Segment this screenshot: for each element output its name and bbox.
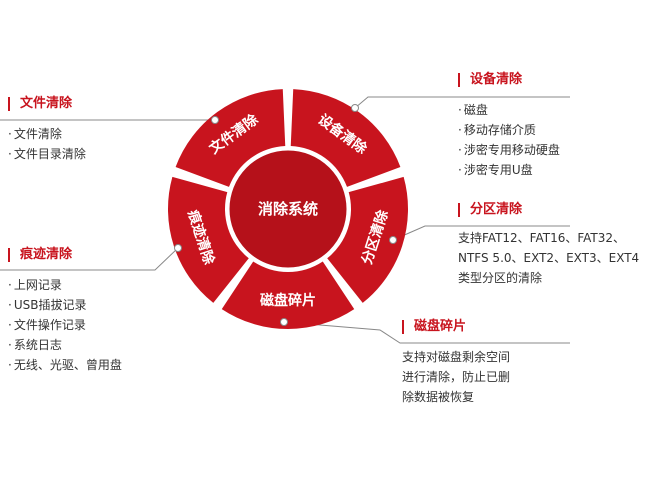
segment-label: 磁盘碎片 (260, 292, 316, 309)
list-item: 无线、光驱、曾用盘 (8, 355, 122, 375)
segment-disk-fragment (221, 261, 355, 329)
list-item: USB插拔记录 (8, 295, 122, 315)
panel-device-clear: 设备清除 磁盘 移动存储介质 涉密专用移动硬盘 涉密专用U盘 (458, 73, 560, 180)
panel-items: 文件清除 文件目录清除 (8, 124, 86, 164)
description-line: 类型分区的清除 (458, 271, 543, 285)
panel-title: 设备清除 (458, 73, 560, 87)
center-circle (226, 147, 350, 271)
list-item: 系统日志 (8, 335, 122, 355)
panel-description: 支持FAT12、FAT16、FAT32、 NTFS 5.0、EXT2、EXT3、… (458, 228, 639, 288)
list-item: 移动存储介质 (458, 120, 560, 140)
segment-trace-clear (168, 176, 249, 303)
connector-dot (280, 318, 288, 326)
list-item: 涉密专用U盘 (458, 160, 560, 180)
connector-disk (283, 321, 570, 344)
list-item: 文件目录清除 (8, 144, 86, 164)
description-line: 除数据被恢复 (402, 390, 475, 404)
description-line: 支持对磁盘剩余空间 (402, 350, 511, 364)
connector-dot (211, 116, 219, 124)
connector-dots (174, 104, 397, 326)
connector-device (354, 96, 570, 109)
panel-items: 上网记录 USB插拔记录 文件操作记录 系统日志 无线、光驱、曾用盘 (8, 275, 122, 375)
segment-ring: 文件清除设备清除分区清除磁盘碎片痕迹清除 (168, 89, 408, 329)
connector-dot (351, 104, 359, 112)
description-line: NTFS 5.0、EXT2、EXT3、EXT4 (458, 251, 640, 265)
connector-dot (174, 244, 182, 252)
panel-title: 文件清除 (8, 97, 86, 111)
center-label: 消除系统 (258, 200, 318, 218)
segment-partition-clear (327, 176, 408, 303)
panel-partition-clear: 分区清除 支持FAT12、FAT16、FAT32、 NTFS 5.0、EXT2、… (458, 203, 639, 288)
panel-trace-clear: 痕迹清除 上网记录 USB插拔记录 文件操作记录 系统日志 无线、光驱、曾用盘 (8, 248, 122, 375)
list-item: 文件清除 (8, 124, 86, 144)
panel-items: 磁盘 移动存储介质 涉密专用移动硬盘 涉密专用U盘 (458, 100, 560, 180)
list-item: 上网记录 (8, 275, 122, 295)
connector-lines (0, 96, 570, 344)
list-item: 文件操作记录 (8, 315, 122, 335)
panel-description: 支持对磁盘剩余空间 进行清除，防止已删 除数据被恢复 (402, 347, 510, 407)
panel-title: 痕迹清除 (8, 248, 122, 262)
panel-title: 分区清除 (458, 203, 639, 217)
panel-disk-fragment: 磁盘碎片 支持对磁盘剩余空间 进行清除，防止已删 除数据被恢复 (402, 320, 510, 407)
connector-dot (389, 236, 397, 244)
description-line: 进行清除，防止已删 (402, 370, 511, 384)
connector-trace (0, 247, 179, 271)
segment-device-clear (290, 89, 401, 187)
description-line: 支持FAT12、FAT16、FAT32、 (458, 231, 626, 245)
list-item: 涉密专用移动硬盘 (458, 140, 560, 160)
panel-title: 磁盘碎片 (402, 320, 510, 334)
segment-file-clear (175, 89, 286, 187)
panel-file-clear: 文件清除 文件清除 文件目录清除 (8, 97, 86, 164)
list-item: 磁盘 (458, 100, 560, 120)
